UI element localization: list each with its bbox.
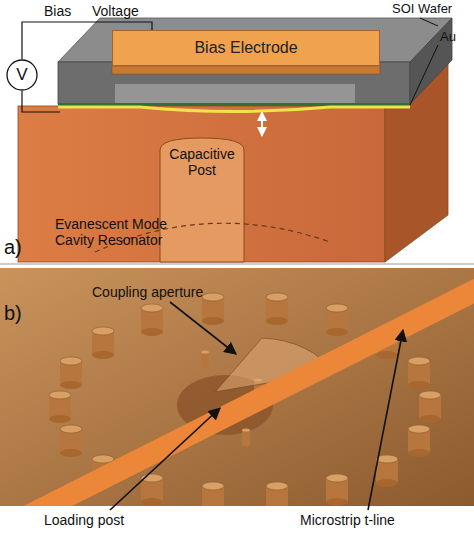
panel-divider <box>0 264 474 265</box>
leader-line <box>410 18 438 105</box>
part-label: Coupling aperture <box>92 284 203 300</box>
node-text: V <box>16 65 27 85</box>
ground-wire <box>22 91 60 112</box>
bias-wire <box>22 22 152 59</box>
part-label: Microstrip t-line <box>300 512 395 528</box>
pointer-arrow <box>110 302 403 510</box>
part-label: Loading post <box>44 512 124 528</box>
panel-label: b) <box>4 302 22 325</box>
electrode-edge <box>112 66 380 74</box>
panel-label: a) <box>4 236 22 259</box>
layer-label: Au <box>440 30 456 45</box>
voltage-source: V <box>6 59 38 91</box>
wire-label: Bias <box>44 3 71 19</box>
cavity-resonator <box>18 60 448 262</box>
bias-electrode: Bias Electrode <box>112 30 380 66</box>
soi-wafer <box>58 18 452 112</box>
cavity-render <box>0 268 474 506</box>
wire-label: Voltage <box>92 3 139 19</box>
part-label: Capacitive Post <box>162 146 242 178</box>
part-label: Evanescent Mode Cavity Resonator <box>55 216 185 248</box>
layer-label: SOI Wafer <box>392 2 452 17</box>
node-text: Bias Electrode <box>194 39 297 57</box>
